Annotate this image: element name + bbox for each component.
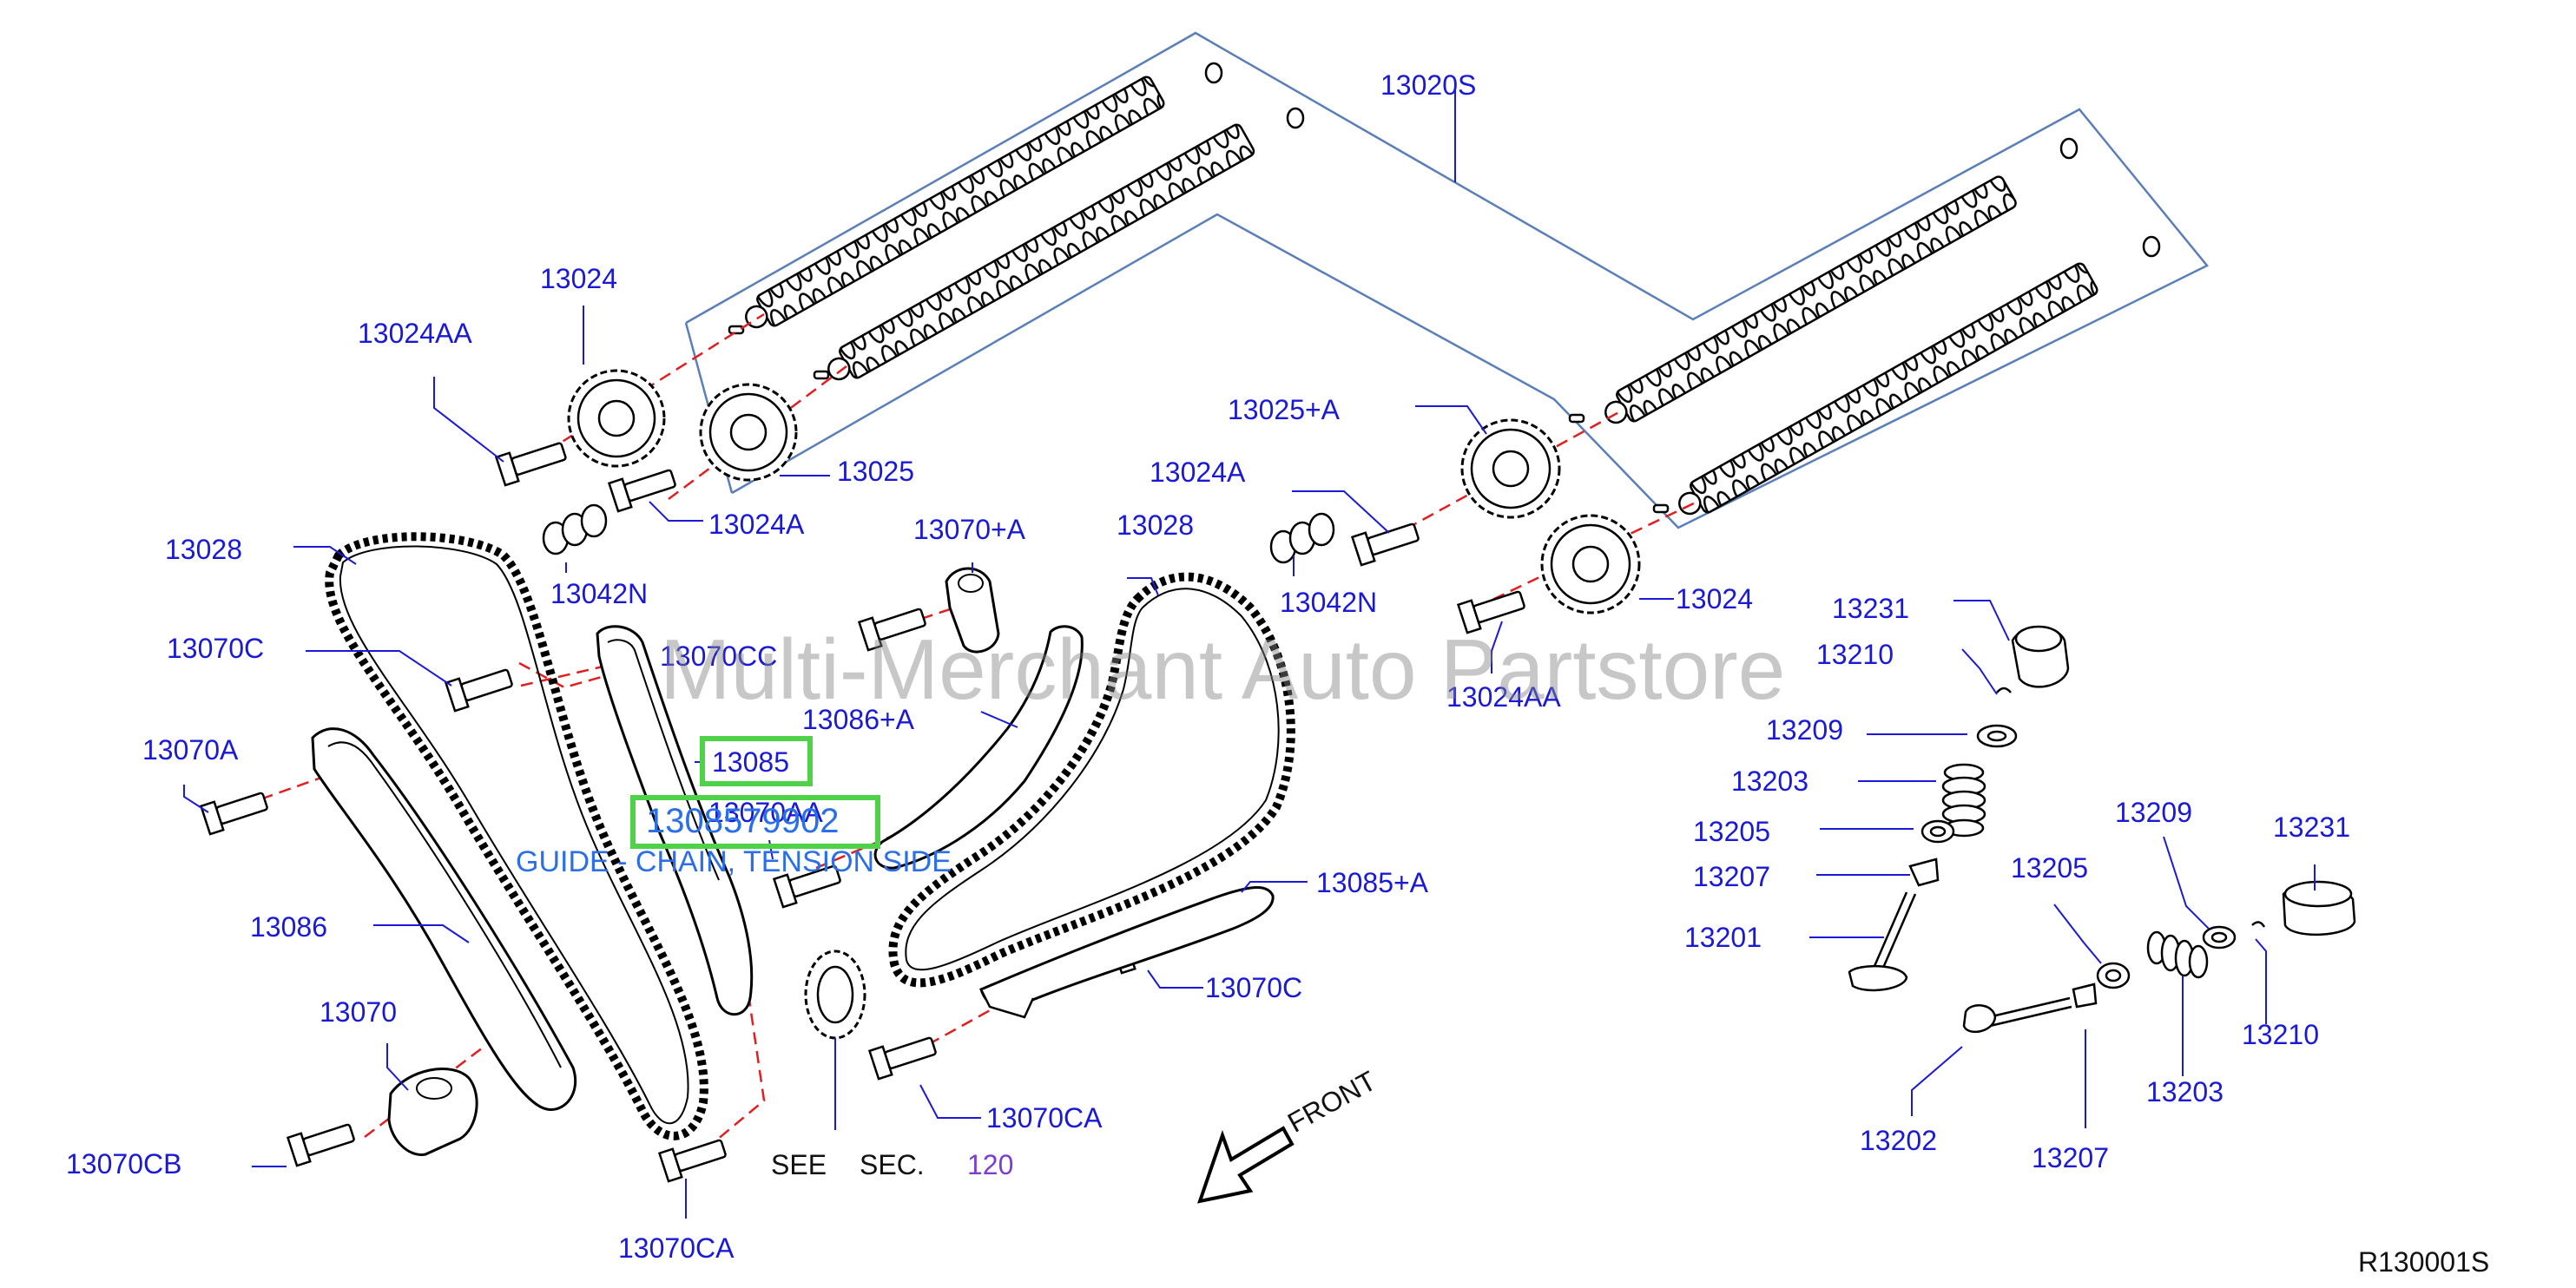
label-13042N-right[interactable]: 13042N bbox=[1280, 587, 1378, 618]
front-arrow-icon bbox=[1196, 1126, 1295, 1204]
part-tooltip: GUIDE - CHAIN, TENSION SIDE bbox=[516, 845, 952, 878]
label-13070CA-bottom[interactable]: 13070CA bbox=[618, 1232, 735, 1264]
label-13086-plus-A[interactable]: 13086+A bbox=[802, 704, 915, 735]
label-13070CA-right[interactable]: 13070CA bbox=[986, 1102, 1103, 1134]
label-13231-right[interactable]: 13231 bbox=[2273, 812, 2350, 843]
label-13203-right[interactable]: 13203 bbox=[2146, 1076, 2224, 1107]
leader-lines bbox=[183, 85, 2316, 1219]
label-13231-top[interactable]: 13231 bbox=[1832, 593, 1909, 624]
sprocket-13025A-right bbox=[1460, 418, 1561, 519]
label-13210-right[interactable]: 13210 bbox=[2242, 1019, 2319, 1050]
tensioner-13070A bbox=[945, 567, 1000, 654]
label-13207-left[interactable]: 13207 bbox=[1693, 861, 1770, 892]
label-13024A-left[interactable]: 13024A bbox=[708, 509, 805, 540]
label-13024-right[interactable]: 13024 bbox=[1676, 583, 1753, 614]
highlight-box-part-number[interactable] bbox=[630, 795, 880, 849]
camshaft-set-outline bbox=[684, 31, 2209, 529]
seals-13042N bbox=[542, 503, 1335, 564]
label-13070CC[interactable]: 13070CC bbox=[660, 641, 778, 672]
label-13020S[interactable]: 13020S bbox=[1380, 69, 1477, 101]
label-13205-left[interactable]: 13205 bbox=[1693, 816, 1770, 847]
label-13028-left[interactable]: 13028 bbox=[165, 534, 242, 565]
highlight-part-number[interactable]: 1308579902 bbox=[646, 802, 840, 840]
highlight-box-13085[interactable] bbox=[700, 736, 813, 786]
label-13025-plus-A[interactable]: 13025+A bbox=[1228, 394, 1341, 425]
camshaft-left-upper bbox=[745, 76, 1165, 329]
label-13070CB[interactable]: 13070CB bbox=[66, 1148, 182, 1180]
watermark: Multi-Merchant Auto Partstore bbox=[660, 621, 1786, 717]
label-13203-left[interactable]: 13203 bbox=[1731, 766, 1808, 797]
sprocket-13024-left bbox=[567, 369, 666, 468]
label-13024AA-right[interactable]: 13024AA bbox=[1446, 681, 1561, 713]
label-13070C-right[interactable]: 13070C bbox=[1205, 972, 1303, 1003]
label-13205-right[interactable]: 13205 bbox=[2011, 852, 2088, 884]
sprocket-13025-left bbox=[699, 383, 798, 482]
tension-guide-13085 bbox=[596, 625, 754, 1016]
label-13025[interactable]: 13025 bbox=[837, 456, 914, 487]
sprocket-13024-right bbox=[1540, 514, 1641, 614]
label-13207-bottom[interactable]: 13207 bbox=[2032, 1142, 2109, 1173]
label-13202[interactable]: 13202 bbox=[1860, 1125, 1937, 1156]
timing-chain-left bbox=[325, 532, 708, 1140]
label-13024AA-top[interactable]: 13024AA bbox=[358, 318, 472, 349]
crank-sprocket bbox=[804, 950, 866, 1040]
label-13086[interactable]: 13086 bbox=[250, 911, 327, 943]
slack-guide-13086 bbox=[311, 727, 577, 1111]
valve-train-left bbox=[1848, 625, 2070, 992]
camshaft-plugs bbox=[728, 62, 2161, 514]
guide-13086A bbox=[873, 625, 1084, 870]
timing-chain-right bbox=[888, 572, 1295, 988]
label-13210-top[interactable]: 13210 bbox=[1816, 639, 1894, 670]
label-13070[interactable]: 13070 bbox=[320, 996, 397, 1028]
valve-train-right bbox=[1962, 880, 2356, 1034]
label-13024-top[interactable]: 13024 bbox=[540, 263, 617, 294]
tensioner-13070 bbox=[387, 1068, 478, 1156]
label-13070A[interactable]: 13070A bbox=[142, 734, 239, 766]
label-13201[interactable]: 13201 bbox=[1684, 922, 1762, 953]
label-13209-left[interactable]: 13209 bbox=[1766, 714, 1843, 746]
label-13070AA[interactable]: 13070AA bbox=[708, 797, 823, 828]
label-13085-plus-A[interactable]: 13085+A bbox=[1316, 867, 1429, 898]
label-13070C-left[interactable]: 13070C bbox=[167, 633, 265, 664]
see-label: SEE bbox=[771, 1149, 827, 1180]
label-13028-right[interactable]: 13028 bbox=[1117, 509, 1194, 541]
diagram-reference-code: R130001S bbox=[2358, 1246, 2490, 1278]
bolts bbox=[199, 442, 1525, 1183]
sec-label: SEC. bbox=[860, 1149, 925, 1180]
camshaft-left-lower bbox=[827, 123, 1255, 381]
label-13070-plus-A[interactable]: 13070+A bbox=[913, 514, 1026, 545]
label-13209-right[interactable]: 13209 bbox=[2115, 797, 2192, 828]
label-13024A-right[interactable]: 13024A bbox=[1150, 457, 1246, 488]
label-13085[interactable]: 13085 bbox=[712, 746, 789, 778]
sec-number-link[interactable]: 120 bbox=[967, 1149, 1014, 1180]
label-13042N-left[interactable]: 13042N bbox=[550, 578, 649, 609]
camshaft-right-upper bbox=[1604, 175, 2017, 424]
camshaft-right-lower bbox=[1678, 262, 2098, 516]
